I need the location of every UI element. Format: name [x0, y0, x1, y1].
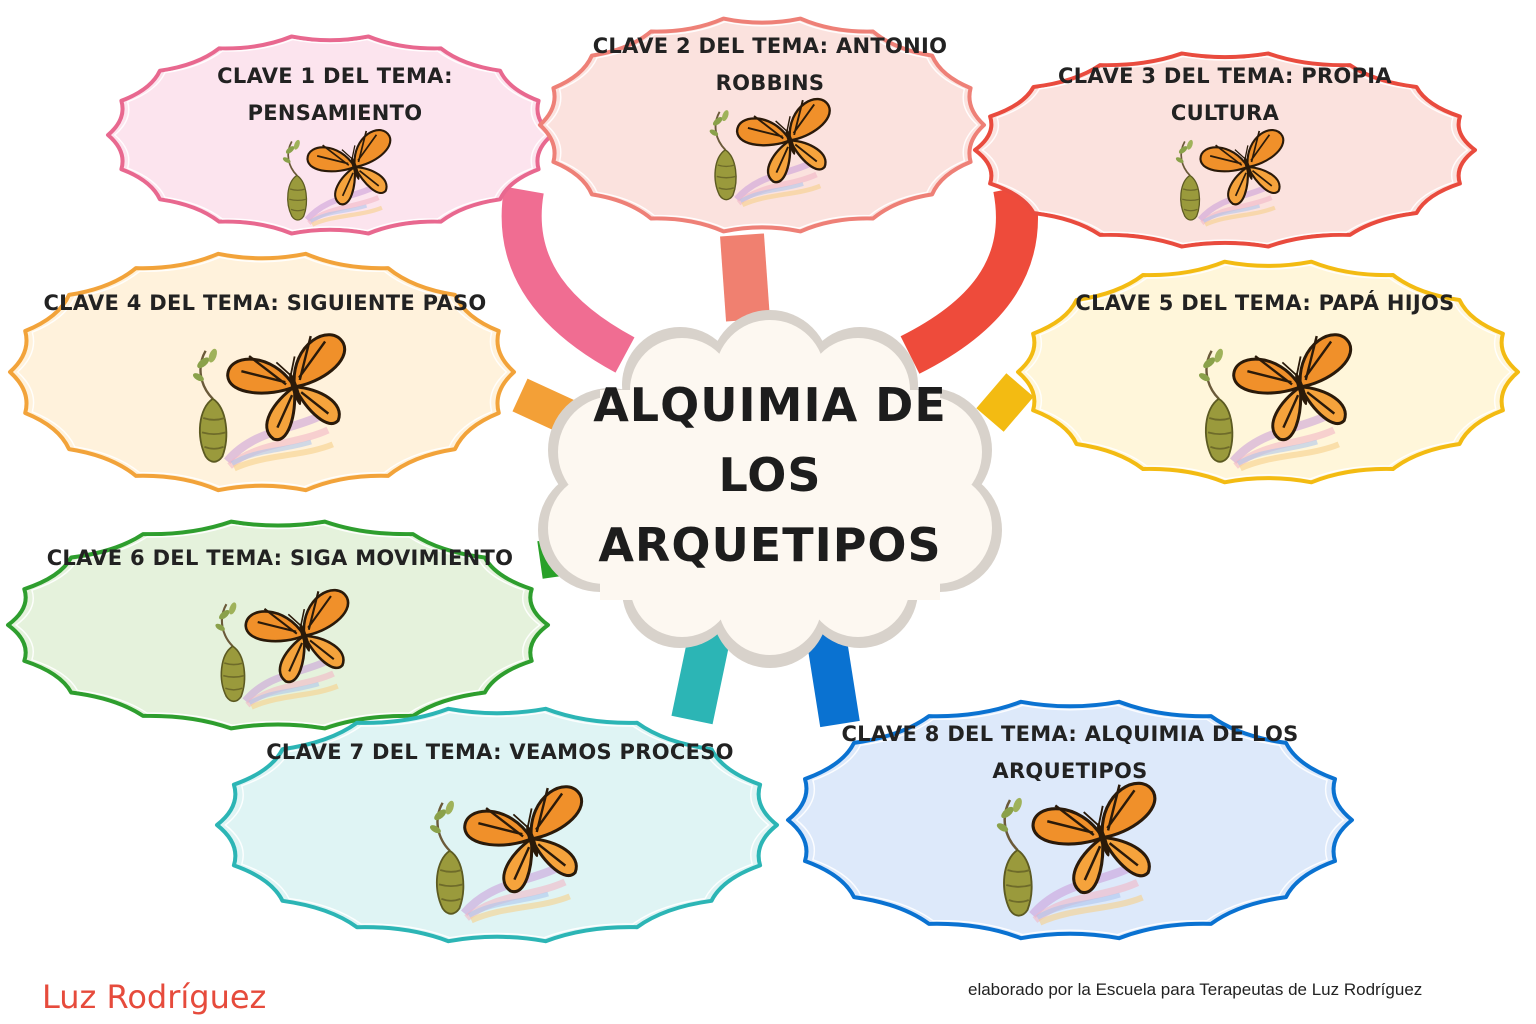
node-4-inner-outline — [16, 256, 508, 488]
node-7-inner-outline — [224, 711, 770, 939]
node-2-label: CLAVE 2 DEL TEMA: ANTONIO ROBBINS — [560, 28, 980, 102]
node-2-inner-outline — [545, 21, 979, 229]
node-1-inner-outline — [113, 38, 547, 232]
central-title-line-3: ARQUETIPOS — [598, 518, 942, 572]
node-4-label: CLAVE 4 DEL TEMA: SIGUIENTE PASO — [20, 285, 510, 322]
node-2-line-1: CLAVE 2 DEL TEMA: ANTONIO — [592, 34, 948, 58]
node-7-label: CLAVE 7 DEL TEMA: VEAMOS PROCESO — [230, 734, 770, 771]
node-5-label: CLAVE 5 DEL TEMA: PAPÁ HIJOS — [1040, 285, 1490, 322]
author-signature: Luz Rodríguez — [42, 978, 267, 1016]
node-6-label: CLAVE 6 DEL TEMA: SIGA MOVIMIENTO — [20, 540, 540, 577]
node-3-label: CLAVE 3 DEL TEMA: PROPIA CULTURA — [1030, 58, 1420, 132]
node-8-label: CLAVE 8 DEL TEMA: ALQUIMIA DE LOS ARQUET… — [810, 716, 1330, 790]
central-title-line-1: ALQUIMIA DE — [593, 378, 947, 432]
node-1-line-2: PENSAMIENTO — [247, 101, 423, 125]
node-5-line-1: CLAVE 5 DEL TEMA: PAPÁ HIJOS — [1075, 291, 1455, 315]
connector-2 — [720, 233, 770, 322]
node-8-line-1: CLAVE 8 DEL TEMA: ALQUIMIA DE LOS — [841, 722, 1299, 746]
connector-3 — [900, 183, 1038, 374]
node-1-shape — [106, 34, 554, 236]
node-8-inner-outline — [795, 704, 1345, 936]
central-title-line-2: LOS — [718, 448, 822, 502]
node-3-inner-outline — [981, 55, 1469, 245]
central-cloud — [538, 310, 1002, 668]
node-3-line-2: CULTURA — [1170, 101, 1280, 125]
node-2-line-2: ROBBINS — [715, 71, 825, 95]
connector-5 — [976, 373, 1034, 432]
node-5-inner-outline — [1024, 264, 1512, 480]
connector-1 — [501, 186, 635, 373]
node-4-line-1: CLAVE 4 DEL TEMA: SIGUIENTE PASO — [43, 291, 487, 315]
node-7-line-1: CLAVE 7 DEL TEMA: VEAMOS PROCESO — [266, 740, 734, 764]
node-6-inner-outline — [14, 523, 542, 727]
footer-note: elaborado por la Escuela para Terapeutas… — [968, 980, 1423, 999]
central-title: ALQUIMIA DE LOS ARQUETIPOS — [560, 370, 980, 580]
node-8-line-2: ARQUETIPOS — [992, 759, 1148, 783]
node-1-line-1: CLAVE 1 DEL TEMA: — [217, 64, 453, 88]
node-1-label: CLAVE 1 DEL TEMA: PENSAMIENTO — [170, 58, 500, 132]
node-6-line-1: CLAVE 6 DEL TEMA: SIGA MOVIMIENTO — [46, 546, 514, 570]
node-3-line-1: CLAVE 3 DEL TEMA: PROPIA — [1058, 64, 1392, 88]
